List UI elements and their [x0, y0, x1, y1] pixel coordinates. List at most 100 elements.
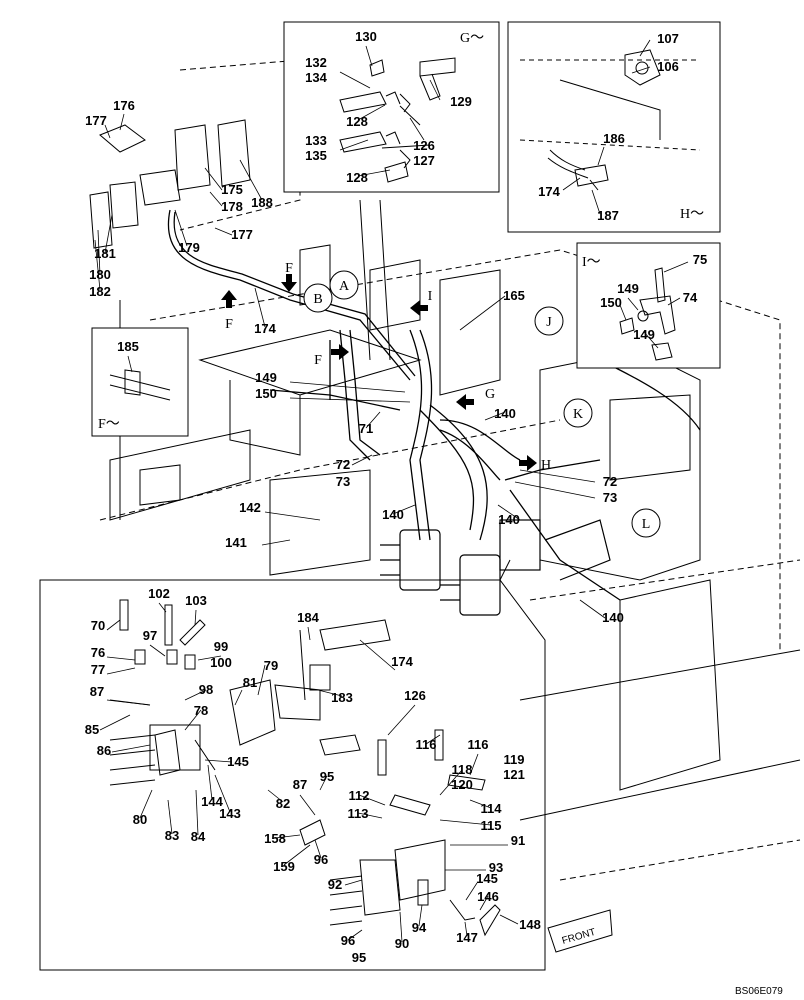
leader-line-42 — [158, 602, 167, 613]
leader-line-68 — [469, 753, 479, 776]
inset-i-label-75-0: 75 — [693, 252, 707, 267]
inset-g: G～ — [283, 21, 500, 193]
inset-i-title: I～ — [582, 255, 601, 270]
leader-line-18 — [119, 113, 125, 131]
leader-line-72 — [469, 799, 492, 809]
leader-line-59 — [195, 789, 199, 836]
detail-label-91-41: 91 — [511, 833, 525, 848]
view-arrow-f-2: F — [314, 344, 349, 368]
detail-label-121-29: 121 — [503, 767, 525, 782]
leader-line-1 — [339, 71, 371, 89]
leader-line-25 — [104, 214, 113, 254]
leader-line-86 — [464, 921, 468, 937]
hoses — [167, 209, 701, 601]
leader-line-77 — [283, 844, 311, 866]
detail-label-158-38: 158 — [264, 831, 286, 846]
detail-label-90-51: 90 — [395, 936, 409, 951]
leader-line-33 — [351, 454, 373, 466]
inset-f-title: F～ — [98, 417, 120, 432]
view-arrow-f-1: F — [281, 261, 297, 292]
detail-label-144-19: 144 — [201, 794, 223, 809]
main-label-149-12: 149 — [255, 370, 277, 385]
detail-label-94-47: 94 — [412, 920, 427, 935]
main-label-150-13: 150 — [255, 386, 277, 401]
inset-h-label-106-1: 106 — [657, 59, 679, 74]
main-label-177-1: 177 — [85, 113, 107, 128]
detail-label-86-12: 86 — [97, 743, 111, 758]
leader-line-35 — [519, 469, 596, 483]
leader-line-78 — [314, 839, 322, 859]
leader-line-6 — [357, 169, 391, 177]
leader-line-20 — [204, 167, 223, 191]
svg-text:B: B — [313, 292, 322, 307]
view-arrow-h-4: H — [519, 455, 551, 473]
main-label-179-6: 179 — [178, 240, 200, 255]
circle-marker-J: J — [534, 306, 564, 336]
detail-label-83-17: 83 — [165, 828, 179, 843]
detail-label-87-36: 87 — [293, 777, 307, 792]
detail-label-148-46: 148 — [519, 917, 541, 932]
inset-h: H～ — [507, 21, 721, 233]
detail-label-77-6: 77 — [91, 662, 105, 677]
leader-line-70 — [358, 794, 386, 806]
view-arrow-i-5: I — [410, 289, 433, 316]
leader-line-69 — [439, 769, 463, 796]
main-label-174-10: 174 — [254, 321, 276, 336]
main-label-140-23: 140 — [602, 610, 624, 625]
inset-g-label-129-4: 129 — [450, 94, 472, 109]
detail-label-113-33: 113 — [348, 806, 369, 821]
inset-h-label-186-2: 186 — [603, 131, 625, 146]
main-label-72-15: 72 — [336, 457, 350, 472]
leader-line-57 — [139, 789, 153, 819]
leader-line-34 — [484, 411, 506, 421]
leader-line-66 — [387, 704, 416, 736]
inset-g-label-133-5: 133 — [305, 133, 327, 148]
main-label-142-21: 142 — [239, 500, 261, 515]
detail-label-70-2: 70 — [91, 618, 105, 633]
leader-line-3 — [429, 79, 441, 101]
inset-h-label-187-4: 187 — [597, 208, 619, 223]
leader-line-41 — [497, 504, 521, 521]
detail-label-145-15: 145 — [227, 754, 249, 769]
inset-i: I～ — [576, 242, 721, 369]
inset-g-label-135-6: 135 — [305, 148, 327, 163]
leader-line-38 — [264, 511, 321, 521]
leader-line-21 — [209, 191, 223, 207]
main-label-182-9: 182 — [89, 284, 111, 299]
front-indicator: FRONT — [547, 909, 613, 953]
inset-g-label-128-9: 128 — [346, 170, 368, 185]
main-label-141-22: 141 — [225, 535, 247, 550]
leader-line-16 — [643, 331, 659, 349]
detail-label-81-14: 81 — [243, 675, 257, 690]
leader-line-53 — [111, 744, 151, 753]
leader-line-51 — [184, 709, 202, 731]
svg-text:H: H — [541, 458, 551, 473]
inset-f-label-185-0: 185 — [117, 339, 139, 354]
detail-label-93-42: 93 — [489, 860, 503, 875]
leader-line-49 — [184, 689, 207, 701]
leader-line-63 — [307, 626, 311, 641]
detail-label-119-28: 119 — [504, 752, 525, 767]
leader-line-61 — [214, 774, 231, 813]
leader-line-82 — [465, 882, 478, 901]
leader-line-36 — [514, 481, 596, 499]
main-label-73-16: 73 — [336, 474, 350, 489]
inset-g-label-127-8: 127 — [413, 153, 435, 168]
main-label-140-17: 140 — [494, 406, 516, 421]
inset-g-label-134-2: 134 — [305, 70, 327, 85]
svg-text:G: G — [485, 387, 495, 402]
leader-line-58 — [167, 799, 173, 835]
detail-label-126-25: 126 — [404, 688, 426, 703]
leader-line-62 — [267, 789, 284, 803]
detail-label-100-7: 100 — [210, 655, 232, 670]
view-arrow-f-0: F — [221, 290, 237, 332]
leader-line-88 — [399, 911, 403, 943]
svg-text:I: I — [428, 289, 433, 304]
inset-i-label-149-1: 149 — [617, 281, 639, 296]
leader-line-4 — [339, 139, 369, 151]
detail-label-97-3: 97 — [143, 628, 157, 643]
detail-label-183-24: 183 — [331, 690, 353, 705]
detail-label-118-30: 118 — [452, 762, 473, 777]
main-label-140-20: 140 — [382, 507, 404, 522]
